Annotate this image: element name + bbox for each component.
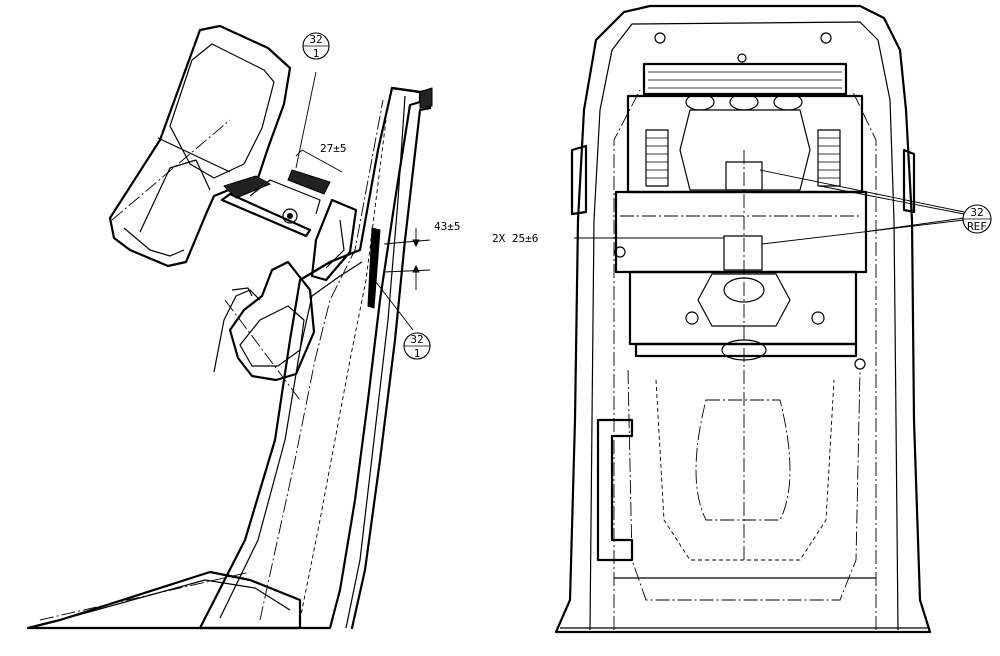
callout-front-right: 32 REF <box>962 204 992 234</box>
callout-side-top-sheet: 1 <box>313 47 320 60</box>
callout-front-number: 32 <box>970 206 983 219</box>
callout-side-top: 32 1 <box>302 32 330 60</box>
dimension-27: 27±5 <box>320 142 347 155</box>
callout-side-top-number: 32 <box>309 33 322 46</box>
callout-side-bottom-number: 32 <box>410 333 423 346</box>
side-view <box>26 24 433 630</box>
callout-side-bottom: 32 1 <box>403 332 431 360</box>
dimension-43: 43±5 <box>434 220 461 233</box>
callout-front-ref: REF <box>967 220 987 233</box>
dimension-25: 2X 25±6 <box>492 232 538 245</box>
front-view <box>554 4 965 634</box>
right-springs <box>817 129 841 187</box>
left-springs <box>645 129 669 187</box>
callout-side-bottom-sheet: 1 <box>414 347 421 360</box>
